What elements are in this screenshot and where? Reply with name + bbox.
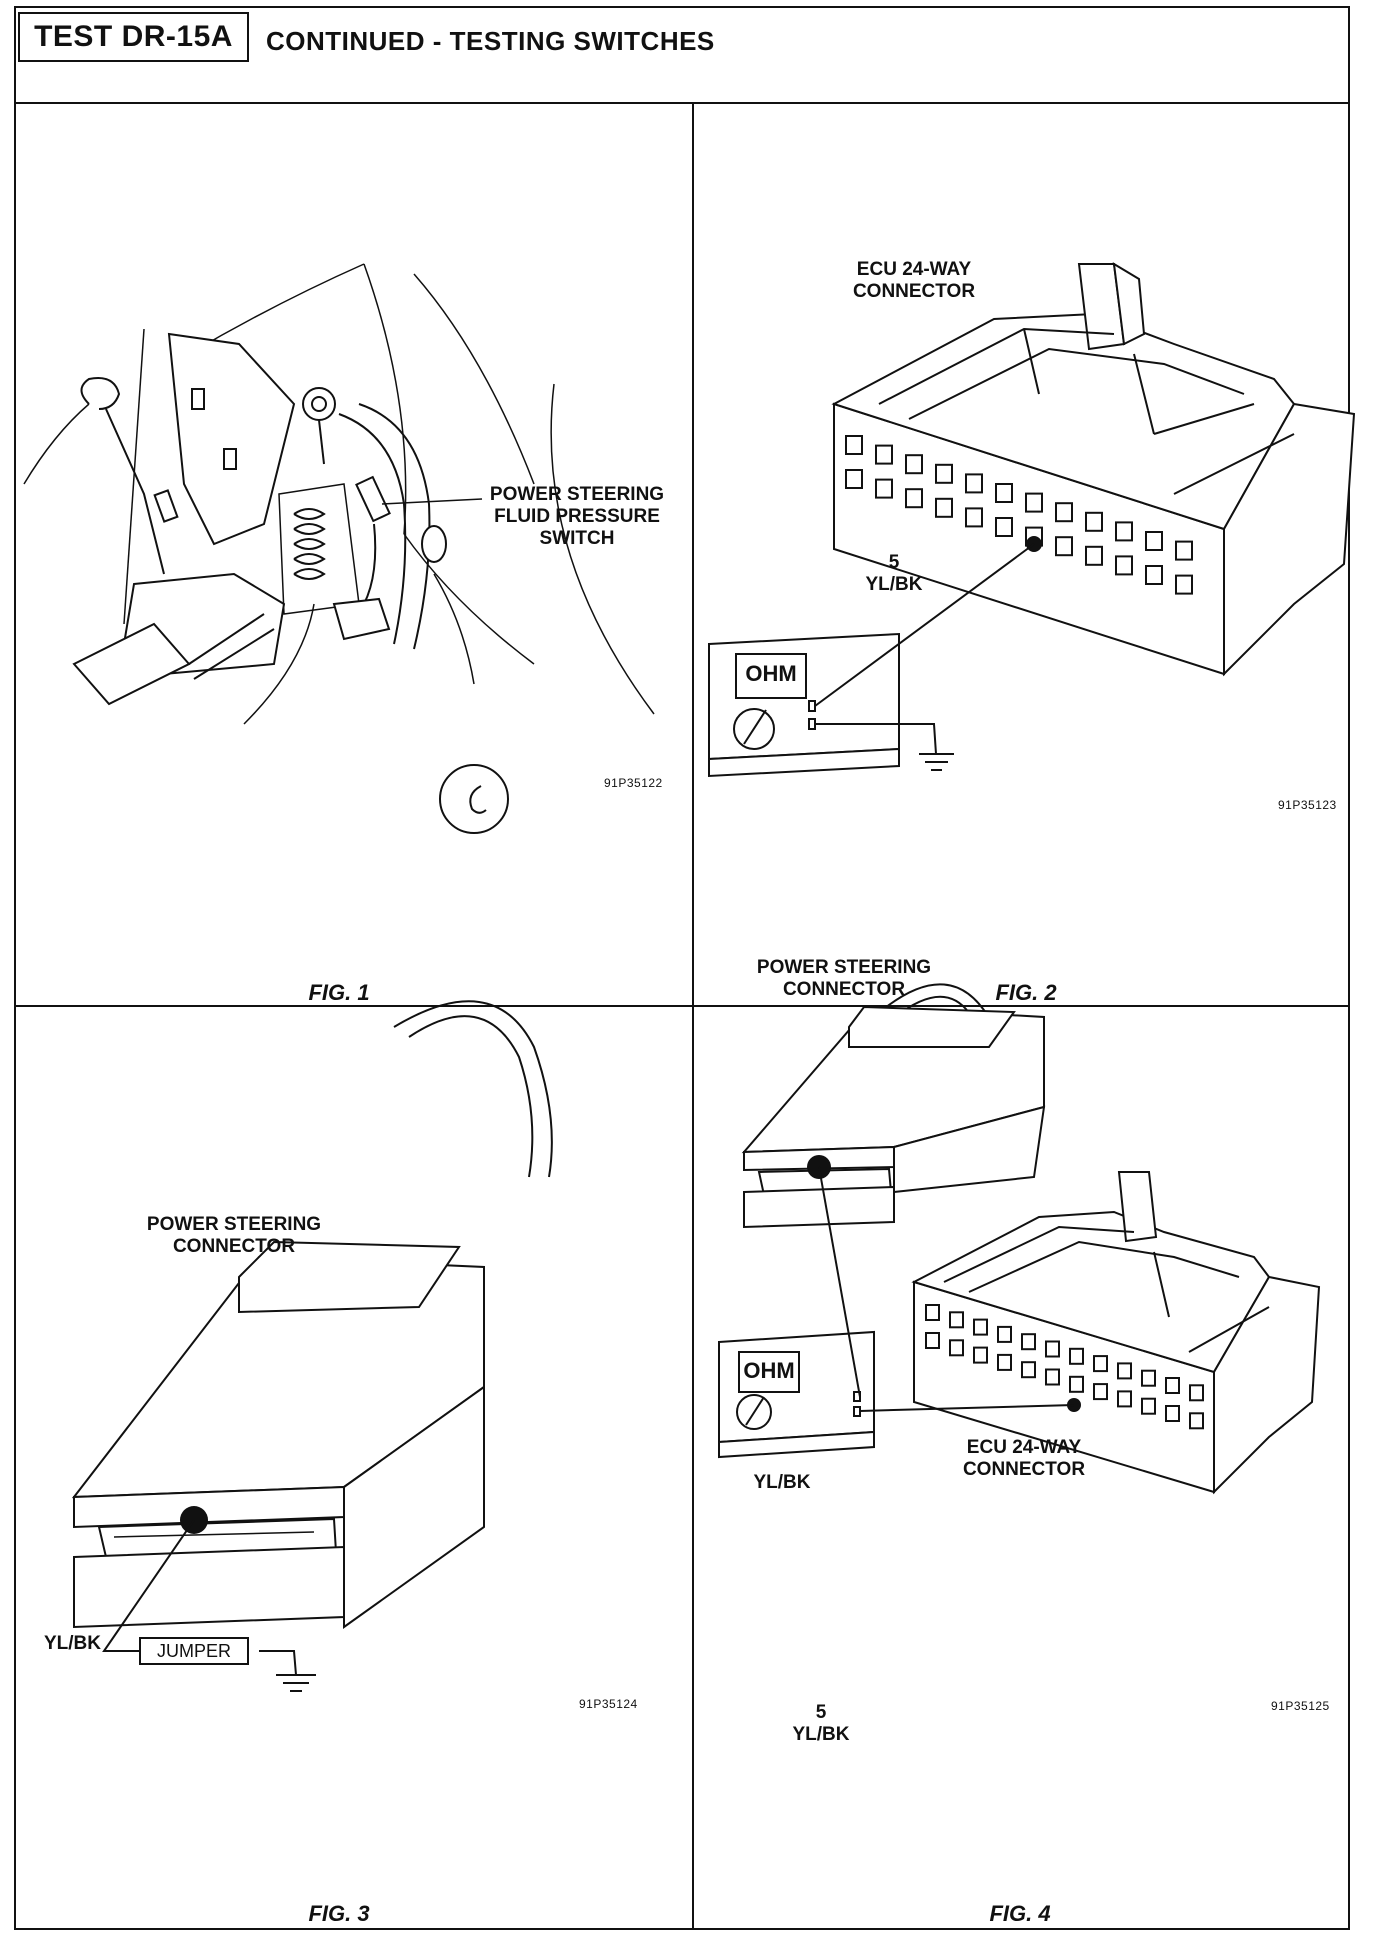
test-id-box: TEST DR-15A [18,12,249,62]
connector-cavity [845,435,863,455]
connector-cavity [997,1353,1012,1371]
figure-3-panel: JUMPER POWER STEERING CONNECTOR YL/BK 91… [14,1000,692,1930]
fig2-meter-display: OHM [745,661,797,686]
connector-cavity [1145,531,1163,551]
connector-cavity [875,478,893,499]
horizontal-divider [14,1005,1350,1007]
fig2-connector-label: ECU 24-WAY CONNECTOR [852,259,976,302]
fig3-image-code: 91P35124 [579,1697,638,1711]
fig4-meter-display: OHM [743,1358,795,1383]
connector-cavity [925,1332,940,1349]
page-header: TEST DR-15A CONTINUED - TESTING SWITCHES [14,6,1350,104]
connector-cavity [995,517,1013,537]
connector-cavity [1141,1397,1156,1415]
connector-cavity [973,1318,988,1336]
power-steering-jumper-illustration [71,1000,553,1692]
figure-4-panel: OHM POWER STEERING CONNECTOR YL/BK ECU 2… [694,957,1350,1930]
connector-cavity [1117,1362,1132,1380]
vertical-divider [692,104,694,1930]
connector-cavity [1093,1355,1108,1373]
fig4-image-code: 91P35125 [1271,1699,1330,1713]
connector-cavity [875,444,893,465]
connector-cavity [1069,1375,1084,1393]
connector-cavity [1165,1405,1180,1422]
connector-cavity [1025,492,1043,513]
connector-cavity [1021,1361,1036,1379]
connector-cavity [1093,1383,1108,1401]
connector-cavity [965,507,983,528]
fig3-caption: FIG. 3 [308,1901,370,1926]
connector-cavity [1085,511,1103,532]
connector-cavity [1069,1347,1084,1365]
ecu-connector-test-illustration [708,262,1356,778]
connector-cavity [1175,540,1193,561]
fig1-component-label: POWER STEERING FLUID PRESSURE SWITCH [489,484,665,549]
connector-cavity [845,469,863,489]
fig3-connector-label: POWER STEERING CONNECTOR [146,1214,322,1257]
connector-cavity [997,1325,1012,1343]
fig2-pin-label: 5 YL/BK [865,552,923,595]
figure-2-panel: OHM ECU 24-WAY CONNECTOR 5 YL/BK 91P3512… [694,104,1356,1005]
connector-cavity [905,454,923,475]
connector-cavity [1189,1384,1204,1402]
fig1-caption: FIG. 1 [308,980,370,1005]
connector-cavity [1055,536,1073,557]
page-frame [14,6,1350,1930]
jumper-wire-box: JUMPER [139,1637,249,1665]
fig4-wire-label: YL/BK [753,1472,811,1493]
connector-cavity [1045,1368,1060,1386]
fig4-connector-label: POWER STEERING CONNECTOR [756,957,932,1000]
connector-cavity [905,488,923,509]
connector-cavity [973,1346,988,1364]
connector-cavity [1115,555,1133,576]
fig2-caption: FIG. 2 [995,980,1057,1005]
ps-to-ecu-continuity-illustration [718,983,1321,1495]
connector-cavity [1045,1340,1060,1358]
connector-cavity [1115,521,1133,542]
connector-cavity [1141,1369,1156,1387]
fig4-caption: FIG. 4 [989,1901,1051,1926]
fig4-pin-label: 5 YL/BK [792,1702,850,1745]
connector-cavity [1175,574,1193,595]
engine-bay-illustration [23,263,655,834]
connector-cavity [1165,1377,1180,1394]
connector-cavity [949,1339,964,1357]
connector-cavity [949,1311,964,1329]
connector-cavity [935,497,953,518]
fig3-wire-label: YL/BK [44,1633,101,1654]
connector-cavity [995,483,1013,503]
connector-cavity [1021,1333,1036,1351]
fig2-image-code: 91P35123 [1278,798,1337,812]
figure-1-panel: POWER STEERING FLUID PRESSURE SWITCH 91P… [14,104,692,1005]
connector-cavity [1117,1390,1132,1408]
page-title: CONTINUED - TESTING SWITCHES [266,26,715,56]
connector-cavity [935,463,953,484]
connector-cavity [965,473,983,494]
connector-cavity [1189,1412,1204,1430]
connector-cavity [1055,502,1073,523]
fig1-image-code: 91P35122 [604,776,663,790]
connector-cavity [1145,565,1163,585]
connector-cavity [1085,545,1103,566]
fig4-ecu-label: ECU 24-WAY CONNECTOR [962,1437,1086,1480]
connector-cavity [925,1304,940,1321]
